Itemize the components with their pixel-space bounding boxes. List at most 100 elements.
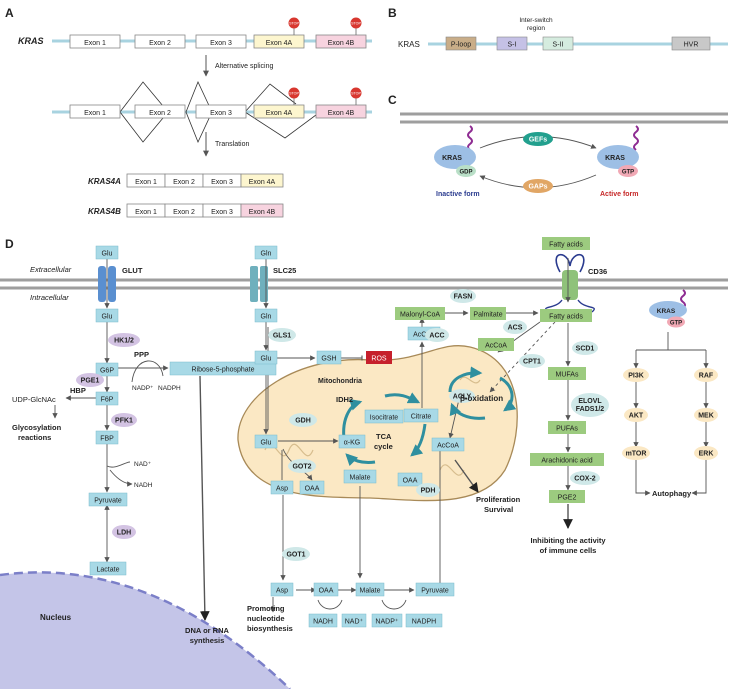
asp-mito: Asp: [276, 486, 288, 493]
exon-2-box: [134, 34, 186, 49]
panel-b: B KRAS P-loop S-I S-II HVR Inter-switch …: [388, 6, 728, 51]
svg-text:HBP: HBP: [70, 386, 86, 395]
svg-text:Exon 1: Exon 1: [84, 110, 106, 117]
exon-1-label: Exon 1: [84, 40, 106, 47]
f6p-box: F6P: [101, 397, 114, 404]
glut-transporter-icon: [98, 266, 106, 302]
erk-node: ERK: [699, 451, 714, 458]
akg-box: α-KG: [344, 440, 361, 447]
stop-sign-icon: [350, 17, 362, 29]
cd36-receptor-icon: [562, 270, 578, 300]
nad-box: NAD⁺: [345, 619, 364, 626]
scd1-enzyme: SCD1: [576, 346, 595, 353]
pufas-box: PUFAs: [556, 426, 578, 433]
svg-text:STOP: STOP: [289, 92, 299, 96]
svg-text:FADS1/2: FADS1/2: [576, 406, 605, 413]
svg-text:NADH: NADH: [134, 482, 153, 489]
svg-text:KRAS: KRAS: [442, 155, 462, 162]
gsh-box: GSH: [321, 356, 336, 363]
svg-text:cycle: cycle: [374, 442, 393, 451]
pyruvate-box: Pyruvate: [94, 498, 122, 505]
glu-intracellular: Glu: [102, 314, 113, 321]
gtp-badge: [618, 165, 638, 177]
oaa-cytosol: OAA: [319, 588, 334, 595]
accoa-cytosol: AcCoA: [413, 332, 435, 339]
svg-text:IDH2: IDH2: [336, 395, 353, 404]
svg-text:P-loop: P-loop: [451, 42, 471, 49]
svg-text:GEFs: GEFs: [529, 137, 547, 144]
pge1-enzyme: PGE1: [81, 378, 100, 385]
svg-text:of immune cells: of immune cells: [540, 546, 597, 555]
pdh-enzyme: PDH: [421, 488, 436, 495]
malate-mito: Malate: [349, 475, 370, 482]
glu-mito: Glu: [261, 440, 272, 447]
svg-text:PPP: PPP: [134, 350, 149, 359]
svg-text:GDP: GDP: [459, 170, 472, 176]
ploop-box: [445, 36, 477, 51]
citrate-box: Citrate: [411, 414, 432, 421]
got1-enzyme: GOT1: [286, 552, 305, 559]
switch2-box: [542, 36, 574, 51]
exon-4a-box: [253, 34, 305, 49]
active-form-label: Active form: [600, 191, 639, 198]
svg-text:S-II: S-II: [553, 42, 564, 49]
svg-text:GAPs: GAPs: [528, 184, 547, 191]
svg-text:GTP: GTP: [670, 321, 682, 327]
svg-text:region: region: [527, 25, 545, 32]
lipid-anchor-icon: [467, 125, 473, 151]
svg-text:CD36: CD36: [588, 267, 607, 276]
nucleus-label: Nucleus: [40, 613, 72, 622]
malate-cytosol: Malate: [359, 588, 380, 595]
gdh-enzyme: GDH: [295, 418, 311, 425]
fasn-enzyme: FASN: [454, 294, 473, 301]
akt-node: AKT: [629, 413, 644, 420]
pyruvate-cytosol: Pyruvate: [421, 588, 449, 595]
svg-text:Exon 3: Exon 3: [210, 110, 232, 117]
panel-b-label: B: [388, 6, 397, 20]
extracellular-label: Extracellular: [30, 265, 72, 274]
kras4a-label: KRAS4A: [88, 177, 121, 186]
fatty-acids-extracellular: Fatty acids: [549, 242, 583, 249]
mufas-box: MUFAs: [556, 372, 579, 379]
glu-extracellular: Glu: [102, 251, 113, 258]
pathway-arrows: [52, 258, 709, 621]
svg-text:reactions: reactions: [18, 433, 51, 442]
cpt1-enzyme: CPT1: [523, 359, 541, 366]
beta-oxidation-label: β-oxidation: [460, 394, 503, 403]
hvr-box: [671, 36, 711, 51]
svg-text:NADPH: NADPH: [158, 385, 181, 392]
accoa-mito: AcCoA: [437, 443, 459, 450]
panel-d: D Nucleus Extracellular Intracellular Mi…: [0, 237, 728, 689]
svg-text:S-I: S-I: [508, 42, 517, 49]
svg-text:Inter-switch: Inter-switch: [519, 17, 553, 24]
pi3k-node: PI3K: [628, 373, 644, 380]
cofactor-labels: NADP⁺ NADPH NAD⁺ NADH: [132, 385, 181, 489]
svg-text:DNA or RNA: DNA or RNA: [185, 626, 229, 635]
svg-text:STOP: STOP: [289, 22, 299, 26]
svg-text:Exon 2: Exon 2: [173, 179, 195, 186]
exon-2-label: Exon 2: [149, 40, 171, 47]
svg-text:TCA: TCA: [376, 432, 392, 441]
ros-box: ROS: [371, 356, 387, 363]
svg-text:Exon 4A: Exon 4A: [266, 110, 293, 117]
acly-enzyme: ACLY: [453, 394, 472, 401]
svg-text:KRAS: KRAS: [657, 308, 676, 315]
exon-3-box: [195, 34, 247, 49]
stop-sign-icon: [288, 17, 300, 29]
pfk1-enzyme: PFK1: [115, 418, 133, 425]
gls1-enzyme: GLS1: [273, 333, 291, 340]
svg-text:GLUT: GLUT: [122, 266, 143, 275]
nadh-box: NADH: [313, 619, 333, 626]
kras-gene-label: KRAS: [18, 36, 44, 46]
udp-glcnac-label: UDP-GlcNAc: [12, 395, 56, 404]
switch1-box: [496, 36, 528, 51]
ldh-enzyme: LDH: [117, 530, 131, 537]
mtor-node: mTOR: [626, 451, 647, 458]
svg-text:KRAS: KRAS: [605, 155, 625, 162]
stop-sign-icon: [288, 87, 300, 99]
mitochondria-label: Mitochondria: [318, 378, 362, 385]
svg-text:biosynthesis: biosynthesis: [247, 624, 293, 633]
slc25-transporter-icon: [250, 266, 258, 302]
lactate-box: Lactate: [97, 567, 120, 574]
